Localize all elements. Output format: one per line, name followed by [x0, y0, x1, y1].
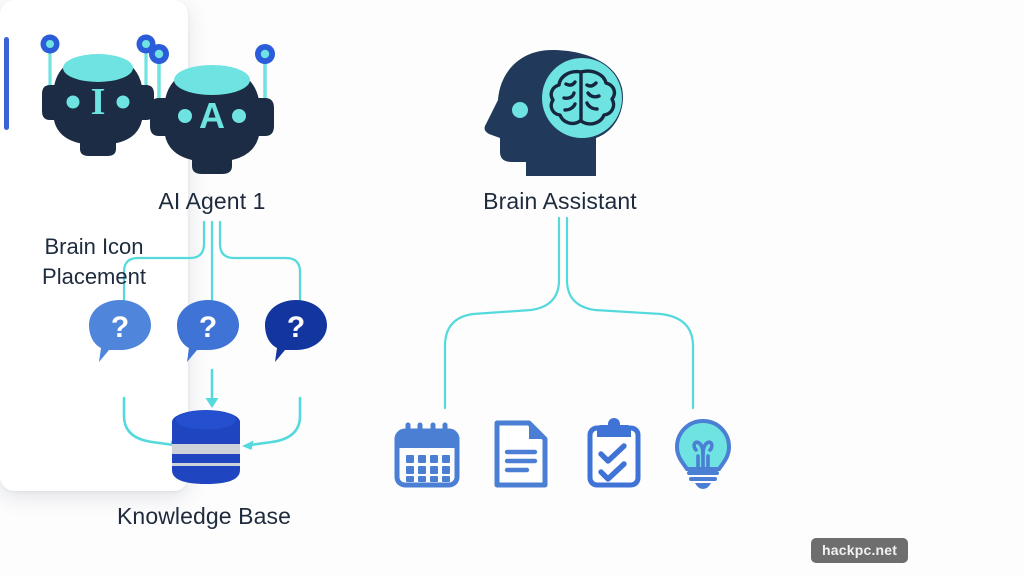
card-title-line-2: Placement [42, 264, 146, 289]
question-bubble-2: ? [173, 296, 243, 366]
question-bubble-3: ? [261, 296, 331, 366]
question-bubble-1: ? [85, 296, 155, 366]
calendar-icon [392, 420, 462, 492]
robot-head-icon: I [24, 30, 172, 162]
tool-icon-row [392, 418, 732, 498]
question-glyph: ? [199, 311, 217, 344]
clipboard-check-icon [579, 418, 649, 490]
connector-brain-to-tools [415, 216, 725, 418]
card-accent-bar [4, 37, 9, 130]
question-bubble-row: ? ? ? [85, 296, 340, 376]
robot-head-icon: A [132, 40, 292, 180]
node-label-knowledge-base: Knowledge Base [116, 503, 292, 529]
node-label-brain-assistant: Brain Assistant [483, 188, 637, 214]
lightbulb-icon [668, 418, 738, 490]
document-icon [485, 418, 555, 490]
question-glyph: ? [111, 311, 129, 344]
card-title-line-1: Brain Icon [44, 234, 144, 259]
head-with-brain-icon [480, 42, 636, 182]
card-title: Brain Icon Placement [0, 232, 188, 292]
watermark: hackpc.net [811, 538, 909, 563]
connector-agent-to-questions [100, 220, 330, 312]
node-label-ai-agent: AI Agent 1 [158, 188, 266, 214]
brain-icon-placement-card[interactable]: I Brain Icon Placement [0, 0, 188, 491]
robot-face-glyph: I [91, 81, 106, 123]
database-cylinder-icon [168, 404, 244, 488]
question-glyph: ? [287, 311, 305, 344]
robot-face-glyph: A [199, 95, 225, 136]
